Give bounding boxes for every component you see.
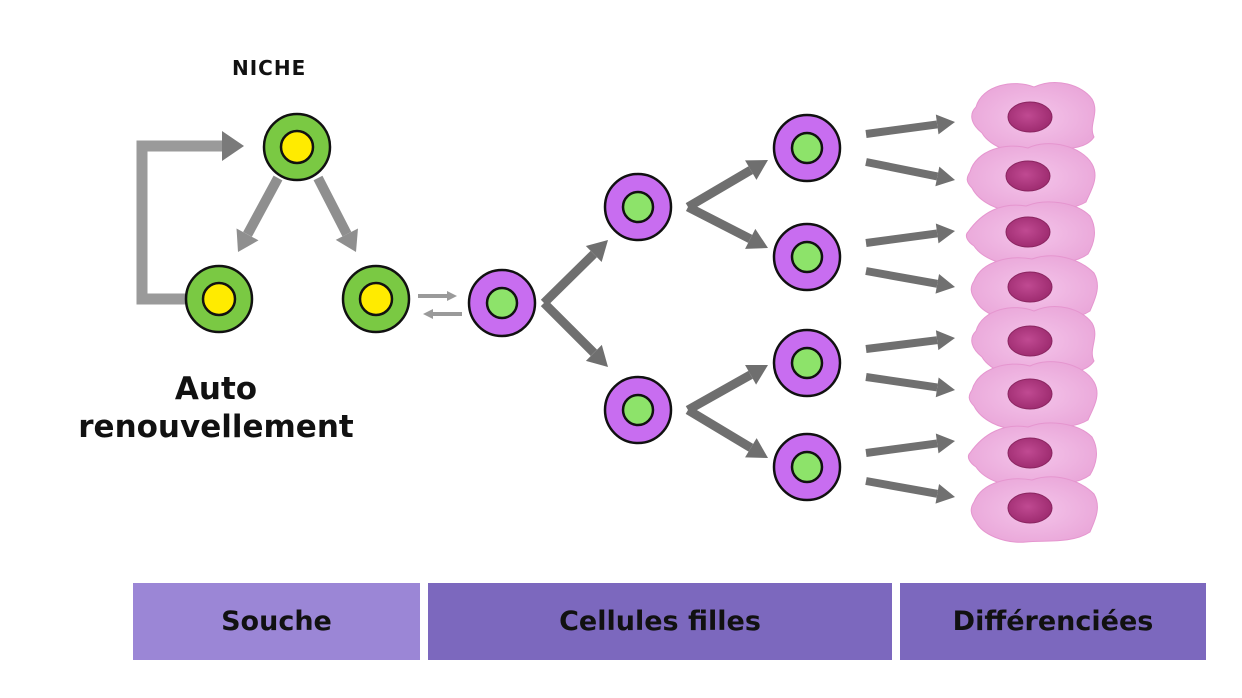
exchange-arrow-right [418, 291, 457, 301]
differentiated-cell-7 [967, 422, 1097, 487]
differentiated-cell-8 [970, 476, 1098, 543]
stage-band-daughter: Cellules filles [428, 583, 892, 660]
diff-arrow-2 [865, 158, 955, 187]
differentiated-cell-3 [965, 201, 1095, 266]
stage-label-daughter: Cellules filles [559, 606, 761, 637]
diff-arrow-8 [865, 477, 955, 504]
stage-label-differentiated: Différenciées [952, 606, 1154, 637]
diff-arrow-6 [865, 373, 955, 398]
niche-stem-cell [262, 112, 332, 182]
branch-arrow-level1-down [540, 299, 608, 367]
daughter-cell-gen3-1 [772, 113, 842, 183]
branch-arrow-level2a-down [685, 202, 768, 249]
diff-arrow-7 [865, 433, 955, 457]
niche-label: NICHE [232, 56, 307, 80]
differentiated-cell-2 [966, 143, 1096, 212]
branch-arrow-level2b-up [685, 365, 768, 414]
diff-arrow-3 [865, 223, 955, 247]
stage-label-stem: Souche [221, 606, 332, 637]
self-renewal-loop-arrow [136, 131, 244, 305]
daughter-cell-gen1 [467, 268, 537, 338]
stem-cell-left [184, 264, 254, 334]
daughter-cell-gen3-4 [772, 432, 842, 502]
branch-arrow-level2b-down [685, 406, 768, 458]
branch-arrow-level2a-up [685, 160, 768, 211]
differentiated-cell-4 [970, 255, 1098, 322]
differentiated-cell-6 [968, 361, 1098, 430]
daughter-cell-gen2-top [603, 172, 673, 242]
diff-arrow-4 [865, 267, 955, 294]
branch-arrow-level1-up [540, 240, 608, 307]
diff-arrow-5 [865, 330, 955, 353]
differentiated-cell-1 [971, 82, 1096, 154]
daughter-cell-gen3-3 [772, 328, 842, 398]
niche-to-right-stem-arrow [313, 175, 358, 252]
daughter-cell-gen3-2 [772, 222, 842, 292]
differentiated-cell-5 [971, 306, 1096, 378]
stage-band-stem: Souche [133, 583, 420, 660]
daughter-cell-gen2-bottom [603, 375, 673, 445]
differentiated-cells-group [965, 82, 1098, 543]
self-renewal-line-1: Auto [174, 371, 258, 407]
stage-band-differentiated: Différenciées [900, 583, 1206, 660]
cells-group [184, 112, 842, 502]
self-renewal-label: Auto renouvellement [66, 370, 366, 446]
arrows-group [136, 114, 955, 504]
stem-cell-right [341, 264, 411, 334]
diff-arrow-1 [865, 114, 955, 138]
self-renewal-line-2: renouvellement [78, 409, 354, 445]
niche-to-left-stem-arrow [236, 175, 283, 252]
exchange-arrow-left [423, 309, 462, 319]
